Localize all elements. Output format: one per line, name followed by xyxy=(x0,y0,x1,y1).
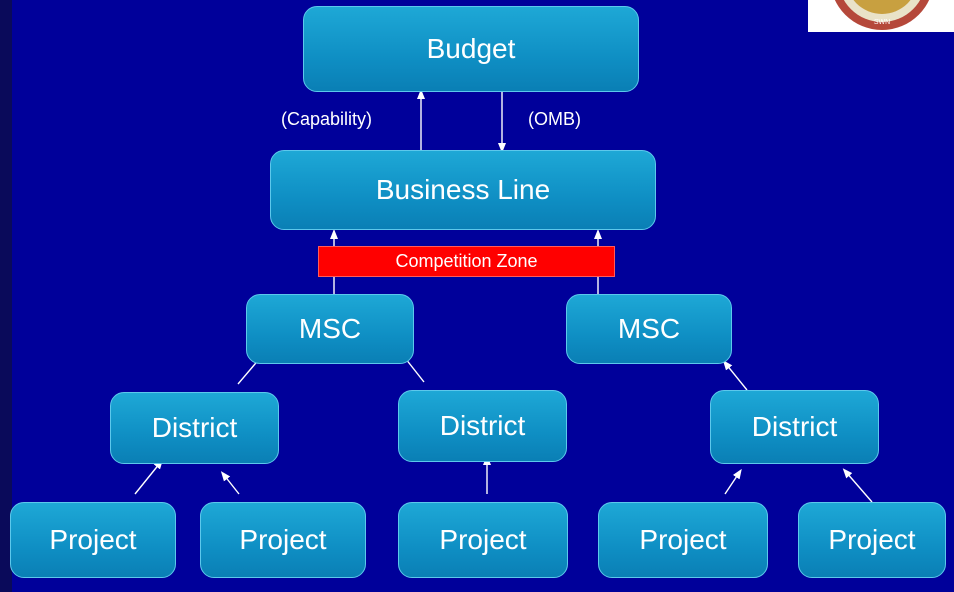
node-project-3: Project xyxy=(398,502,568,578)
node-budget: Budget xyxy=(303,6,639,92)
node-project-5: Project xyxy=(798,502,946,578)
arrow-project5-district xyxy=(842,468,873,503)
node-project-2-label: Project xyxy=(239,524,327,555)
node-msc-left-label: MSC xyxy=(298,313,362,344)
node-business-line-label: Business Line xyxy=(375,174,551,205)
node-msc-left: MSC xyxy=(246,294,414,364)
node-project-2: Project xyxy=(200,502,366,578)
edge-label-capability: (Capability) xyxy=(281,109,373,129)
competition-zone-banner: Competition Zone xyxy=(318,246,615,277)
node-project-4-label: Project xyxy=(639,524,727,555)
seal-text: SWN xyxy=(874,19,890,26)
arrow-district3-msc xyxy=(722,360,748,391)
node-project-1: Project xyxy=(10,502,176,578)
arrow-project2-district xyxy=(220,471,240,495)
node-budget-label: Budget xyxy=(426,33,516,64)
node-msc-right: MSC xyxy=(566,294,732,364)
node-district-3-label: District xyxy=(751,411,838,442)
node-district-2: District xyxy=(398,390,567,462)
arrow-project1-district xyxy=(134,459,164,495)
edge-label-omb: (OMB) xyxy=(528,109,581,129)
node-project-1-label: Project xyxy=(49,524,137,555)
node-project-3-label: Project xyxy=(439,524,527,555)
node-district-1-label: District xyxy=(151,412,238,443)
node-msc-right-label: MSC xyxy=(617,313,681,344)
node-project-5-label: Project xyxy=(828,524,916,555)
node-project-4: Project xyxy=(598,502,768,578)
node-business-line: Business Line xyxy=(270,150,656,230)
node-district-3: District xyxy=(710,390,879,464)
node-district-1: District xyxy=(110,392,279,464)
district-seal-icon: SWN xyxy=(834,0,930,30)
arrow-project4-district xyxy=(724,468,742,495)
left-edge-bar xyxy=(0,0,12,592)
node-district-2-label: District xyxy=(439,410,526,441)
district-seal-logo: SWN xyxy=(808,0,954,32)
